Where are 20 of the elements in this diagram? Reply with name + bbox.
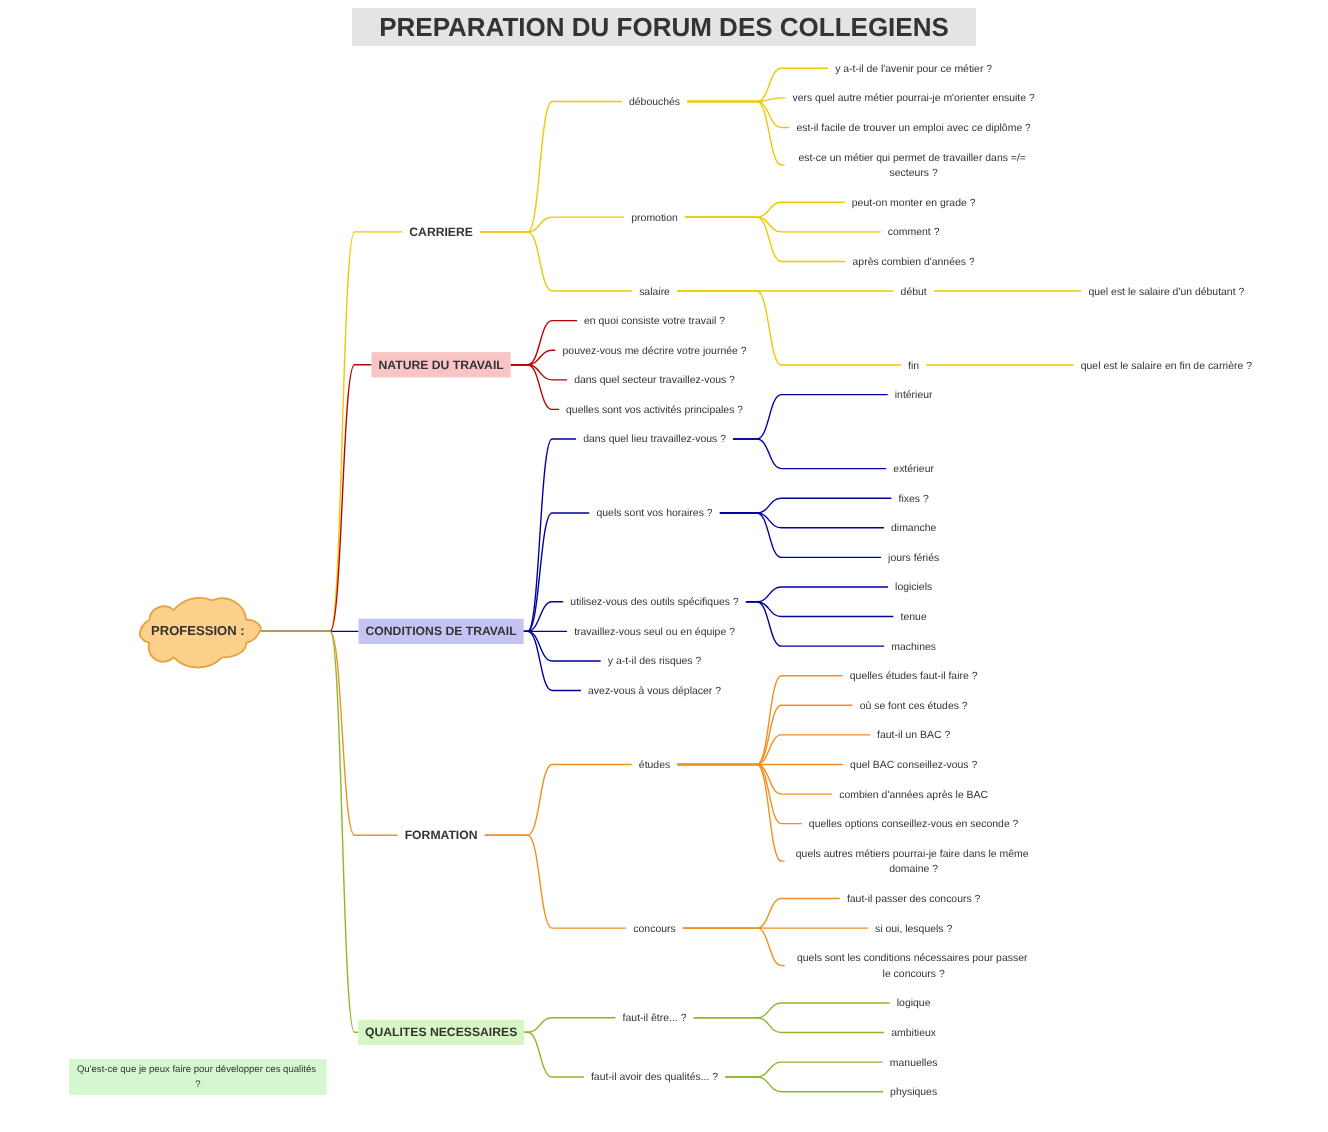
connector xyxy=(686,100,786,166)
connector xyxy=(684,216,847,263)
connector xyxy=(510,364,560,411)
connector xyxy=(724,1076,884,1093)
connector xyxy=(676,290,902,366)
connector xyxy=(523,1017,617,1033)
connector xyxy=(479,231,633,292)
connector xyxy=(718,512,882,559)
connector xyxy=(682,927,786,967)
connector xyxy=(692,1017,886,1034)
connector xyxy=(732,438,888,470)
connector xyxy=(676,763,786,862)
title: PREPARATION DU FORUM DES COLLEGIENS xyxy=(351,8,977,46)
connector xyxy=(483,834,628,929)
connector xyxy=(523,1031,585,1078)
connector xyxy=(522,512,591,633)
connector xyxy=(744,601,886,647)
connector xyxy=(522,630,582,692)
connector xyxy=(925,364,1075,366)
connector xyxy=(932,290,1083,292)
